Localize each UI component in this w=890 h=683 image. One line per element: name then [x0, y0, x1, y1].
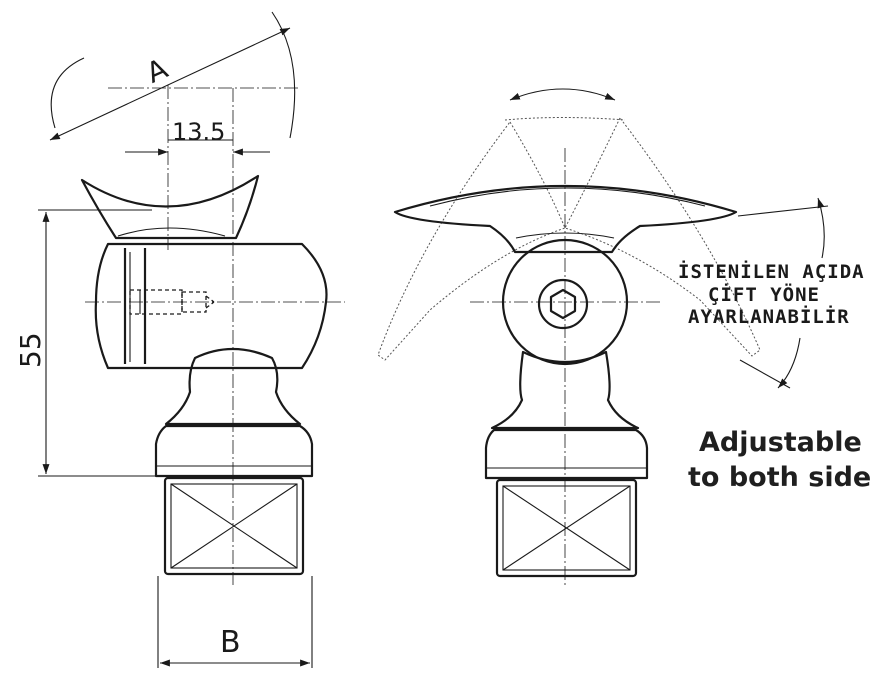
angle-label: A	[142, 52, 173, 90]
height-label: 55	[14, 332, 47, 368]
note-line-2: ÇİFT YÖNE	[708, 282, 820, 306]
width-label: B	[220, 625, 241, 660]
note-line-1: İSTENİLEN AÇIDA	[678, 259, 865, 283]
caption-line-1: Adjustable	[699, 427, 862, 458]
caption-line-2: to both side	[688, 462, 871, 493]
adjustment-note: İSTENİLEN AÇIDA ÇİFT YÖNE AYARLANABİLİR	[678, 259, 865, 328]
side-view: A 13.5 55 B	[14, 12, 345, 668]
caption: Adjustable to both side	[688, 427, 871, 493]
front-view	[378, 89, 828, 585]
note-line-3: AYARLANABİLİR	[688, 304, 850, 328]
offset-label: 13.5	[172, 118, 225, 146]
